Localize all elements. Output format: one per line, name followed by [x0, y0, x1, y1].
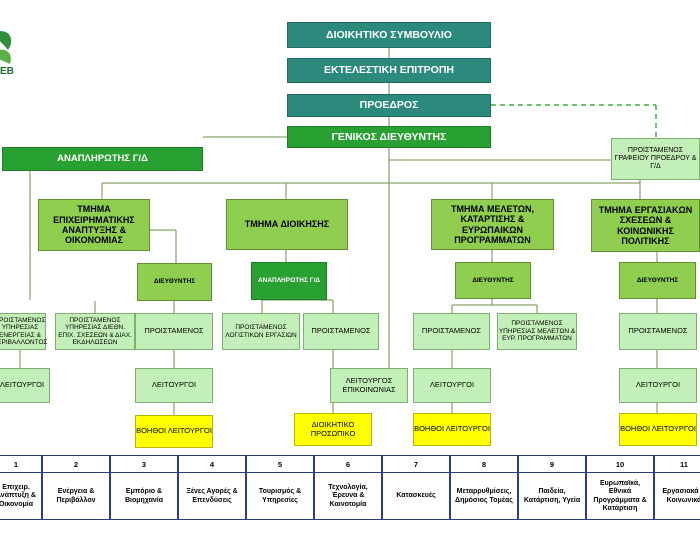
sector-label: Μεταρρυθμίσεις, Δημόσιος Τομέας [455, 488, 513, 504]
business-assistants-box: ΒΟΗΘΟΙ ΛΕΙΤΟΥΡΓΟΙ [135, 415, 213, 448]
sector-cell: 3 Εμπόριο & Βιομηχανία [110, 455, 178, 520]
sector-cell: 6 Τεχνολογία, Έρευνα & Καινοτομία [314, 455, 382, 520]
sector-label: Εργασιακά & Κοινωνικά [662, 488, 700, 504]
sector-label: Παιδεία, Κατάρτιση, Υγεία [523, 488, 581, 504]
sector-number: 10 [587, 456, 653, 473]
sector-label: Ευρωπαϊκά, Εθνικά Προγράμματα & Κατάρτισ… [593, 479, 647, 512]
admin-staff-box: ΔΙΟΙΚΗΤΙΚΟ ΠΡΟΣΩΠΙΚΟ [294, 413, 372, 446]
sector-cell: 11 Εργασιακά & Κοινωνικά [654, 455, 700, 520]
sector-label: Εμπόριο & Βιομηχανία [124, 488, 164, 504]
business-head-box: ΠΡΟΙΣΤΑΜΕΝΟΣ [135, 313, 213, 350]
sector-cell: 2 Ενέργεια & Περιβάλλον [42, 455, 110, 520]
sector-number: 1 [0, 456, 41, 473]
sector-strip: 1 Επιχειρ. Ανάπτυξη & Οικονομία 2 Ενέργε… [0, 455, 700, 520]
sector-number: 9 [519, 456, 585, 473]
dept-business-box: ΤΜΗΜΑ ΕΠΙΧΕΙΡΗΜΑΤΙΚΗΣ ΑΝΑΠΤΥΞΗΣ & ΟΙΚΟΝΟ… [38, 199, 150, 251]
sector-cell: 1 Επιχειρ. Ανάπτυξη & Οικονομία [0, 455, 42, 520]
sector-label: Τουρισμός & Υπηρεσίες [258, 488, 302, 504]
studies-officers-box: ΛΕΙΤΟΥΡΓΟΙ [413, 368, 491, 403]
admin-head-box: ΠΡΟΙΣΤΑΜΕΝΟΣ [303, 313, 379, 350]
labour-director-box: ΔΙΕΥΘΥΝΤΗΣ [619, 262, 696, 299]
sector-number: 5 [247, 456, 313, 473]
dept-studies-box: ΤΜΗΜΑ ΜΕΛΕΤΩΝ, ΚΑΤΑΡΤΙΣΗΣ & ΕΥΡΩΠΑΙΚΩΝ Π… [431, 199, 554, 250]
board-box: ΔΙΟΙΚΗΤΙΚΟ ΣΥΜΒΟΥΛΙΟ [287, 22, 491, 48]
sector-cell: 8 Μεταρρυθμίσεις, Δημόσιος Τομέας [450, 455, 518, 520]
sector-cell: 10 Ευρωπαϊκά, Εθνικά Προγράμματα & Κατάρ… [586, 455, 654, 520]
sector-label: Κατασκευές [396, 492, 436, 500]
business-officers-left-box: ΛΕΙΤΟΥΡΓΟΙ [0, 368, 50, 403]
admin-deputy-box: ΑΝΑΠΛΗΡΩΤΗΣ Γ/Δ [251, 262, 327, 300]
sector-number: 11 [655, 456, 700, 473]
sector-cell: 4 Ξένες Αγορές & Επενδύσεις [178, 455, 246, 520]
office-head-box: ΠΡΟΙΣΤΑΜΕΝΟΣ ΓΡΑΦΕΙΟΥ ΠΡΟΕΔΡΟΥ & Γ/Δ [611, 138, 700, 180]
sector-label: Ξένες Αγορές & Επενδύσεις [186, 488, 238, 504]
sector-number: 6 [315, 456, 381, 473]
deputy-gm-box: ΑΝΑΠΛΗΡΩΤΗΣ Γ/Δ [2, 147, 203, 171]
head-intl-relations-box: ΠΡΟΙΣΤΑΜΕΝΟΣ ΥΠΗΡΕΣΙΑΣ ΔΙΕΘΝ. ΕΠΙΧ. ΣΧΕΣ… [55, 313, 135, 350]
labour-assistants-box: ΒΟΗΘΟΙ ΛΕΙΤΟΥΡΓΟΙ [619, 413, 697, 446]
studies-head-box: ΠΡΟΙΣΤΑΜΕΝΟΣ [413, 313, 490, 350]
head-accounts-box: ΠΡΟΙΣΤΑΜΕΝΟΣ ΛΟΓΙΣΤΙΚΩΝ ΕΡΓΑΣΙΩΝ [222, 313, 300, 350]
labour-officers-box: ΛΕΙΤΟΥΡΓΟΙ [619, 368, 697, 403]
head-studies-service-box: ΠΡΟΙΣΤΑΜΕΝΟΣ ΥΠΗΡΕΣΙΑΣ ΜΕΛΕΤΩΝ & ΕΥΡ. ΠΡ… [497, 313, 577, 350]
sector-cell: 5 Τουρισμός & Υπηρεσίες [246, 455, 314, 520]
sector-number: 3 [111, 456, 177, 473]
sector-number: 8 [451, 456, 517, 473]
sector-cell: 7 Κατασκευές [382, 455, 450, 520]
sector-cell: 9 Παιδεία, Κατάρτιση, Υγεία [518, 455, 586, 520]
logo-text: EB [0, 66, 14, 77]
general-manager-box: ΓΕΝΙΚΟΣ ΔΙΕΥΘΥΝΤΗΣ [287, 126, 491, 148]
studies-director-box: ΔΙΕΥΘΥΝΤΗΣ [455, 262, 531, 299]
dept-labour-box: ΤΜΗΜΑ ΕΡΓΑΣΙΑΚΩΝ ΣΧΕΣΕΩΝ & ΚΟΙΝΩΝΙΚΗΣ ΠΟ… [591, 199, 700, 252]
sector-label: Τεχνολογία, Έρευνα & Καινοτομία [328, 483, 368, 508]
labour-head-box: ΠΡΟΙΣΤΑΜΕΝΟΣ [619, 313, 697, 350]
dept-admin-box: ΤΜΗΜΑ ΔΙΟΙΚΗΣΗΣ [226, 199, 348, 250]
business-director-box: ΔΙΕΥΘΥΝΤΗΣ [137, 263, 212, 301]
sector-number: 2 [43, 456, 109, 473]
studies-assistants-box: ΒΟΗΘΟΙ ΛΕΙΤΟΥΡΓΟΙ [413, 413, 491, 446]
business-officers-box: ΛΕΙΤΟΥΡΓΟΙ [135, 368, 213, 403]
sector-label: Ενέργεια & Περιβάλλον [56, 488, 96, 504]
sector-label: Επιχειρ. Ανάπτυξη & Οικονομία [0, 483, 36, 508]
president-box: ΠΡΟΕΔΡΟΣ [287, 94, 491, 117]
leaf-logo-icon [0, 31, 12, 64]
executive-committee-box: ΕΚΤΕΛΕΣΤΙΚΗ ΕΠΙΤΡΟΠΗ [287, 58, 491, 83]
sector-number: 7 [383, 456, 449, 473]
head-energy-box: ΠΡΟΙΣΤΑΜΕΝΟΣ ΥΠΗΡΕΣΙΑΣ ΕΝΕΡΓΕΙΑΣ & ΠΕΡΙΒ… [0, 313, 48, 350]
sector-number: 4 [179, 456, 245, 473]
comms-officer-box: ΛΕΙΤΟΥΡΓΟΣ ΕΠΙΚΟΙΝΩΝΙΑΣ [330, 368, 408, 403]
